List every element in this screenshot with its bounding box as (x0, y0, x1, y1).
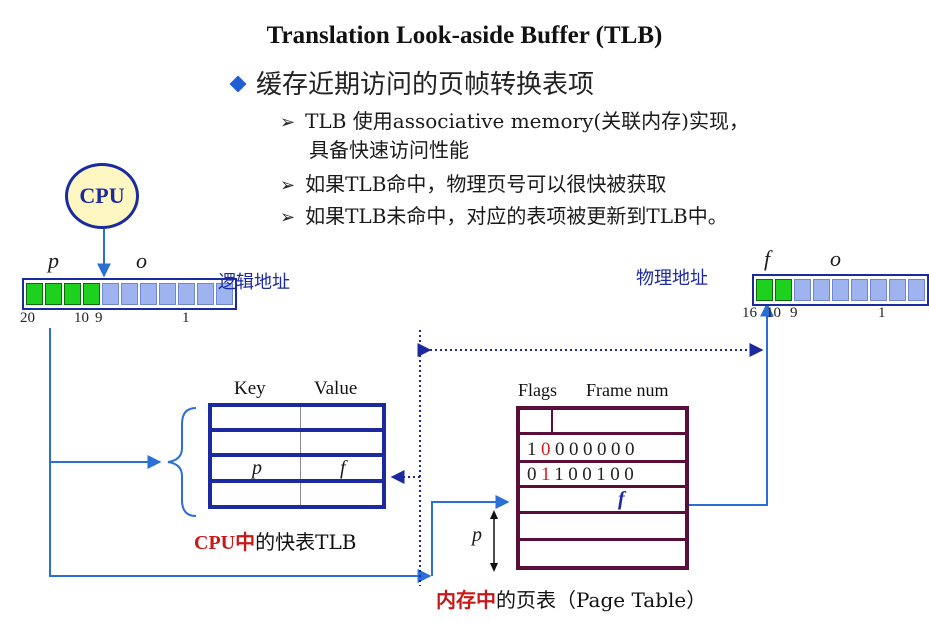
logical-bit-hi: 20 (20, 310, 35, 326)
tlb-table: p f (208, 403, 386, 509)
bit-cell-green (83, 283, 100, 305)
logical-bit-mid-a: 10 (74, 310, 89, 326)
pt-f-cell: f (618, 488, 625, 510)
pt-row-line (520, 432, 685, 435)
pt-row-line (520, 538, 685, 541)
bit-cell-green (64, 283, 81, 305)
frame-to-physical-wire (689, 302, 774, 506)
bit-cell-blue (178, 283, 195, 305)
sub-bullet-1-line1: TLB 使用associative memory(关联内存)实现， (305, 109, 749, 133)
physical-o-label: o (830, 246, 841, 271)
bit-cell-green (756, 279, 773, 301)
pt-row-1-bits: 10000000 (527, 439, 639, 461)
pt-row-1-flag-2: 0 (541, 439, 555, 460)
logical-bit-mid-b: 9 (95, 310, 103, 326)
bit-cell-blue (870, 279, 887, 301)
pt-row-2-flag-2: 1 (541, 464, 555, 485)
tlb-p-cell: p (252, 457, 262, 479)
logical-address-register (22, 278, 237, 310)
page-table: 10000000 01100100 f (516, 406, 689, 570)
pt-p-side-label: p (472, 524, 482, 546)
logical-o-label: o (136, 248, 147, 273)
logical-address-label: 逻辑地址 (218, 272, 290, 293)
bit-cell-blue (121, 283, 138, 305)
arrow-bullet-icon: ➢ (280, 207, 296, 228)
bit-cell-blue (102, 283, 119, 305)
pt-row-2-frame: 100100 (554, 464, 639, 485)
pt-row-1-frame: 000000 (555, 439, 639, 460)
pt-row-2-flag-1: 0 (527, 464, 541, 485)
bit-cell-green (775, 279, 792, 301)
pt-frame-header: Frame num (586, 380, 669, 400)
tlb-row-line (212, 453, 382, 457)
sub-bullet-3-text: 如果TLB未命中，对应的表项被更新到TLB中。 (305, 204, 728, 228)
pt-row-2-bits: 01100100 (527, 464, 638, 486)
logical-bit-lo: 1 (182, 310, 190, 326)
physical-bit-hi: 16 (742, 305, 757, 321)
pt-row-1-flag-1: 1 (527, 439, 541, 460)
tlb-caption-red: CPU中 (194, 532, 256, 554)
bit-cell-blue (159, 283, 176, 305)
sub-bullet-2: ➢ 如果TLB命中，物理页号可以很快被获取 (280, 168, 666, 197)
sub-bullet-1: ➢ TLB 使用associative memory(关联内存)实现， 具备快速访… (280, 105, 749, 163)
tlb-row-line (212, 428, 382, 432)
bit-cell-blue (889, 279, 906, 301)
pt-caption-red: 内存中 (436, 590, 496, 612)
tlb-f-cell: f (340, 457, 346, 479)
bit-cell-green (26, 283, 43, 305)
tlb-row-line (212, 479, 382, 483)
physical-address-label: 物理地址 (636, 268, 708, 289)
physical-bit-lo: 1 (878, 305, 886, 321)
bit-cell-blue (813, 279, 830, 301)
bit-cell-blue (851, 279, 868, 301)
pt-row-line (520, 511, 685, 514)
physical-address-register (752, 274, 929, 306)
bit-cell-blue (216, 283, 233, 305)
main-bullet-text: 缓存近期访问的页帧转换表项 (256, 70, 595, 100)
arrow-bullet-icon: ➢ (280, 175, 296, 196)
pt-row-line (520, 485, 685, 488)
tlb-brace (167, 407, 197, 517)
into-page-table-wire (431, 495, 510, 576)
bit-cell-blue (908, 279, 925, 301)
pt-row-line (520, 460, 685, 463)
bit-cell-blue (794, 279, 811, 301)
sub-bullet-1-line2: 具备快速访问性能 (309, 138, 469, 162)
tlb-value-header: Value (314, 378, 358, 399)
sub-bullet-3: ➢ 如果TLB未命中，对应的表项被更新到TLB中。 (280, 200, 728, 229)
tlb-caption: CPU中的快表TLB (194, 526, 356, 555)
pt-caption-rest: 的页表（Page Table） (496, 588, 707, 612)
tlb-key-header: Key (234, 378, 266, 399)
physical-f-label: f (764, 246, 771, 271)
bit-cell-blue (197, 283, 214, 305)
bit-cell-blue (140, 283, 157, 305)
tlb-caption-rest: 的快表TLB (255, 530, 357, 554)
page-table-caption: 内存中的页表（Page Table） (436, 584, 706, 613)
sub-bullet-2-text: 如果TLB命中，物理页号可以很快被获取 (305, 172, 667, 196)
pt-divider (551, 410, 553, 432)
physical-bit-mid-a: 10 (766, 305, 781, 321)
cpu-circle: CPU (65, 163, 139, 229)
slide-title: Translation Look-aside Buffer (TLB) (266, 22, 663, 49)
bit-cell-green (45, 283, 62, 305)
arrow-bullet-icon: ➢ (280, 112, 296, 133)
physical-bit-mid-b: 9 (790, 305, 798, 321)
main-bullet: 缓存近期访问的页帧转换表项 (229, 64, 595, 101)
pt-flags-header: Flags (518, 380, 558, 400)
logical-p-label: p (48, 248, 59, 273)
bit-cell-blue (832, 279, 849, 301)
